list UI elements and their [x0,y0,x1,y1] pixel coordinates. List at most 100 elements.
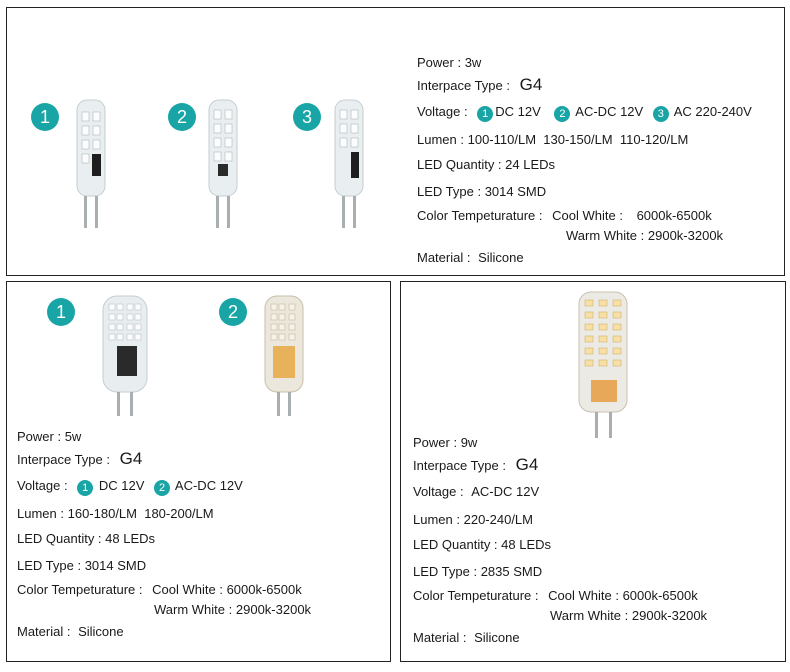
led-type-line: LED Type : 2835 SMD [413,564,542,579]
power-line: Power : 5w [17,429,81,444]
badge-1: 1 [31,103,59,131]
voltage-badge-2: 2 [154,480,171,496]
interface-value: G4 [515,455,539,474]
bulb-image-3 [334,99,364,228]
voltage-label: Voltage : [417,104,468,119]
led-quantity-line: LED Quantity : 24 LEDs [417,157,555,172]
lumen-label: Lumen : [17,506,64,521]
bulb-image [578,291,628,438]
spec-panel-3w: 1 2 3 Power : [6,7,785,276]
led-type-line: LED Type : 3014 SMD [417,184,546,199]
led-type-label: LED Type : [17,558,82,573]
color-temp-label: Color Tempeturature : [417,208,543,223]
bulb-image-2 [208,99,238,228]
color-temp-label: Color Tempeturature : [413,588,539,603]
voltage-option-3: AC 220-240V [673,104,752,119]
warm-white-line: Warm White : 2900k-3200k [154,602,311,617]
led-type-label: LED Type : [413,564,478,579]
cool-white-value: 6000k-6500k [226,582,302,597]
led-quantity-label: LED Quantity : [17,531,102,546]
voltage-line: Voltage : 1 DC 12V 2 AC-DC 12V [17,478,243,496]
material-label: Material : [413,630,467,645]
material-line: Material : Silicone [17,624,124,639]
color-temp-line: Color Tempeturature : Cool White : 6000k… [413,588,698,603]
power-label: Power : [17,429,62,444]
interface-line: Interpace Type : G4 [17,449,142,469]
interface-value: G4 [119,449,143,468]
voltage-option-2: AC-DC 12V [575,104,644,119]
bulb-image-1 [76,99,106,228]
led-quantity-value: 24 LEDs [505,157,556,172]
led-type-value: 3014 SMD [84,558,147,573]
warm-white-line: Warm White : 2900k-3200k [550,608,707,623]
interface-value: G4 [519,75,543,94]
badge-3: 3 [293,103,321,131]
warm-white-line: Warm White : 2900k-3200k [566,228,723,243]
voltage-badge-3: 3 [652,106,669,122]
lumen-label: Lumen : [417,132,464,147]
voltage-line: Voltage : AC-DC 12V [413,484,539,499]
warm-white-label: Warm White : [566,228,645,243]
voltage-option-2: AC-DC 12V [174,478,243,493]
voltage-value: AC-DC 12V [471,484,540,499]
voltage-option-1: DC 12V [98,478,145,493]
led-type-value: 2835 SMD [480,564,543,579]
spec-panel-9w: Power : 9w Interpace Type : G4 Voltage :… [400,281,786,662]
power-value: 9w [460,435,478,450]
led-quantity-line: LED Quantity : 48 LEDs [17,531,155,546]
badge-1: 1 [47,298,75,326]
led-quantity-value: 48 LEDs [105,531,156,546]
lumen-line: Lumen : 100-110/LM 130-150/LM 110-120/LM [417,132,688,147]
badge-2: 2 [219,298,247,326]
lumen-value: 220-240/LM [463,512,533,527]
material-value: Silicone [474,630,520,645]
warm-white-value: 2900k-3200k [647,228,724,243]
warm-white-value: 2900k-3200k [631,608,708,623]
cool-white-value: 6000k-6500k [622,588,698,603]
interface-label: Interpace Type : [17,452,110,467]
voltage-label: Voltage : [413,484,464,499]
material-line: Material : Silicone [413,630,520,645]
led-type-line: LED Type : 3014 SMD [17,558,146,573]
led-type-label: LED Type : [417,184,482,199]
power-value: 3w [464,55,482,70]
cool-white-label: Cool White : [552,208,623,223]
lumen-value: 100-110/LM 130-150/LM 110-120/LM [467,132,689,147]
interface-label: Interpace Type : [413,458,506,473]
badge-2: 2 [168,103,196,131]
voltage-badge-1: 1 [77,480,94,496]
voltage-label: Voltage : [17,478,68,493]
power-line: Power : 3w [417,55,481,70]
led-quantity-value: 48 LEDs [501,537,552,552]
material-value: Silicone [478,250,524,265]
power-value: 5w [64,429,82,444]
led-quantity-label: LED Quantity : [417,157,502,172]
interface-line: Interpace Type : G4 [413,455,538,475]
spec-panel-5w: 1 2 Power : 5w Interpace Type : G4 Volta… [6,281,391,662]
voltage-badge-2: 2 [554,106,571,122]
bulb-image-2 [264,295,304,416]
interface-label: Interpace Type : [417,78,510,93]
power-label: Power : [417,55,462,70]
material-label: Material : [417,250,471,265]
led-type-value: 3014 SMD [484,184,547,199]
color-temp-line: Color Tempeturature : Cool White : 6000k… [17,582,302,597]
color-temp-line: Color Tempeturature : Cool White : 6000k… [417,208,712,223]
warm-white-value: 2900k-3200k [235,602,312,617]
material-label: Material : [17,624,71,639]
interface-line: Interpace Type : G4 [417,75,542,95]
bulb-image-1 [102,295,148,416]
lumen-line: Lumen : 160-180/LM 180-200/LM [17,506,214,521]
led-quantity-line: LED Quantity : 48 LEDs [413,537,551,552]
material-value: Silicone [78,624,124,639]
warm-white-label: Warm White : [550,608,629,623]
voltage-badge-1: 1 [477,106,494,122]
lumen-label: Lumen : [413,512,460,527]
voltage-option-1: DC 12V [495,104,541,119]
lumen-line: Lumen : 220-240/LM [413,512,533,527]
cool-white-label: Cool White : [548,588,619,603]
cool-white-value: 6000k-6500k [636,208,712,223]
led-quantity-label: LED Quantity : [413,537,498,552]
power-label: Power : [413,435,458,450]
